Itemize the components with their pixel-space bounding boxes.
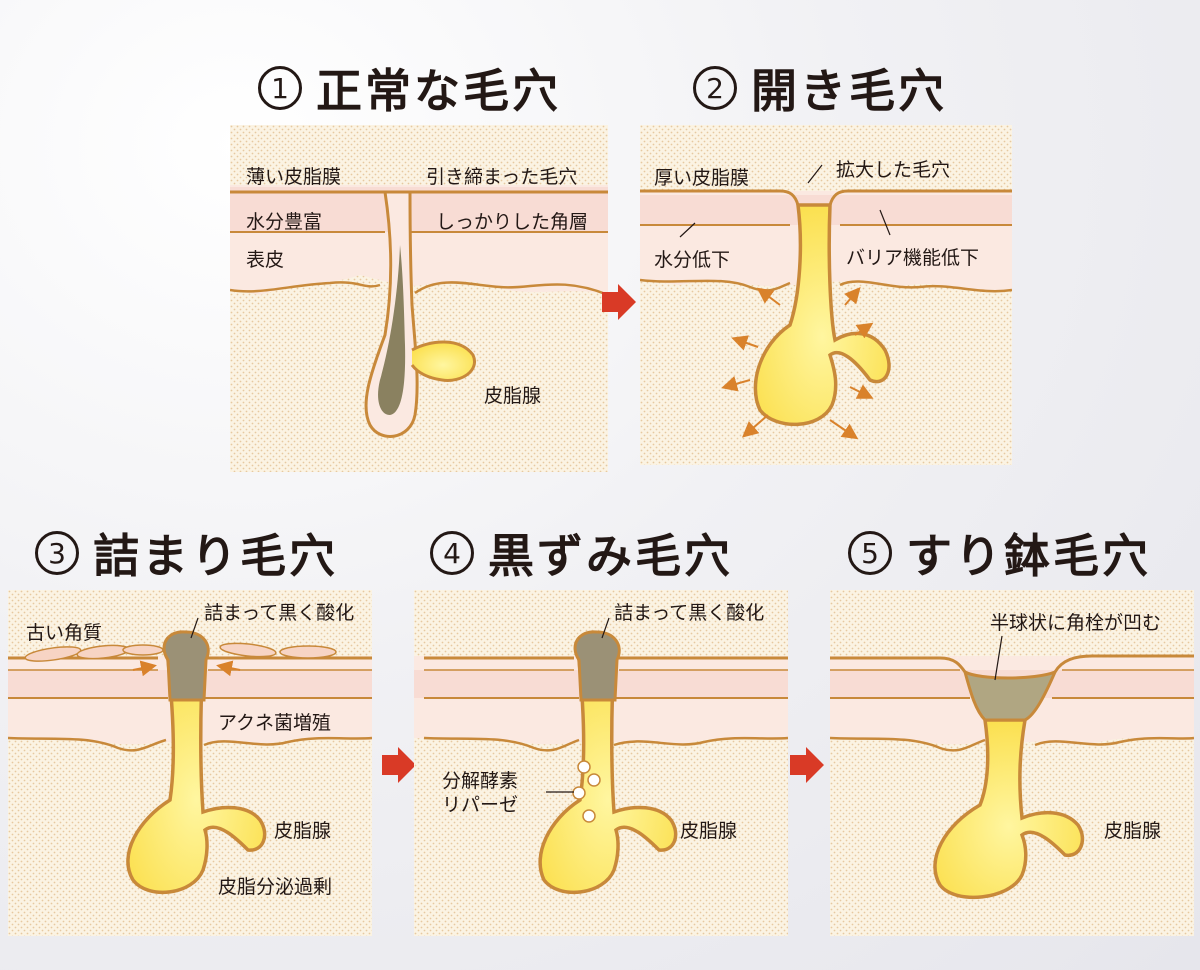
label-sebaceous-gland: 皮脂腺 (1104, 820, 1162, 842)
panel-mortar-pore: 半球状に角栓が凹む 皮脂腺 (830, 590, 1194, 936)
panel-clogged-pore: 古い角質 詰まって黒く酸化 アクネ菌増殖 皮脂腺 皮脂分泌過剰 (8, 590, 372, 936)
normal-pore-diagram (230, 125, 608, 472)
title-normal-pore: 1 正常な毛穴 (258, 55, 561, 121)
label-low-barrier: バリア機能低下 (846, 247, 980, 269)
panel-open-pore: 厚い皮脂膜 拡大した毛穴 水分低下 バリア機能低下 (640, 125, 1012, 465)
label-low-moisture: 水分低下 (654, 249, 731, 271)
title-blackhead-pore: 4 黒ずみ毛穴 (430, 520, 733, 586)
label-sebum-film: 薄い皮脂膜 (246, 166, 342, 188)
title-text: 正常な毛穴 (316, 64, 561, 118)
label-lipase: リパーゼ (442, 794, 519, 816)
label-old-keratin: 古い角質 (26, 622, 103, 644)
label-oxidized-clog: 詰まって黒く酸化 (204, 602, 355, 624)
label-tight-pore: 引き締まった毛穴 (426, 166, 578, 188)
label-thick-sebum-film: 厚い皮脂膜 (654, 167, 750, 189)
label-moisture: 水分豊富 (246, 211, 323, 233)
label-enlarged-pore: 拡大した毛穴 (836, 159, 951, 181)
label-acne-bacteria: アクネ菌増殖 (218, 712, 332, 734)
title-clogged-pore: 3 詰まり毛穴 (35, 520, 338, 586)
title-text: 開き毛穴 (751, 64, 947, 118)
clogged-pore-diagram (8, 590, 372, 936)
number-badge: 2 (693, 66, 737, 110)
panel-normal-pore: 薄い皮脂膜 水分豊富 表皮 引き締まった毛穴 しっかりした角層 皮脂腺 (230, 125, 608, 472)
title-mortar-pore: 5 すり鉢毛穴 (848, 520, 1151, 586)
arrow-right-icon (382, 747, 416, 783)
title-text: 詰まり毛穴 (93, 529, 338, 583)
number-badge: 1 (258, 66, 302, 110)
label-hemispherical-plug: 半球状に角栓が凹む (990, 612, 1162, 634)
number-badge: 5 (848, 531, 892, 575)
label-sebaceous-gland: 皮脂腺 (484, 385, 542, 407)
label-epidermis: 表皮 (246, 249, 285, 271)
label-oxidized-clog: 詰まって黒く酸化 (614, 602, 765, 624)
number-badge: 4 (430, 531, 474, 575)
mortar-pore-diagram (830, 590, 1194, 936)
panel-blackhead-pore: 詰まって黒く酸化 分解酵素 リパーゼ 皮脂腺 (414, 590, 788, 936)
label-sebaceous-gland: 皮脂腺 (680, 820, 738, 842)
blackhead-pore-diagram (414, 590, 788, 936)
label-excess-sebum: 皮脂分泌過剰 (218, 876, 333, 898)
title-open-pore: 2 開き毛穴 (693, 55, 947, 121)
label-enzyme: 分解酵素 (442, 770, 519, 792)
title-text: すり鉢毛穴 (906, 529, 1151, 583)
title-text: 黒ずみ毛穴 (488, 529, 733, 583)
label-keratin: しっかりした角層 (436, 211, 589, 233)
label-sebaceous-gland: 皮脂腺 (274, 820, 332, 842)
number-badge: 3 (35, 531, 79, 575)
arrow-right-icon (602, 284, 636, 320)
arrow-right-icon (790, 747, 824, 783)
open-pore-diagram (640, 125, 1012, 465)
